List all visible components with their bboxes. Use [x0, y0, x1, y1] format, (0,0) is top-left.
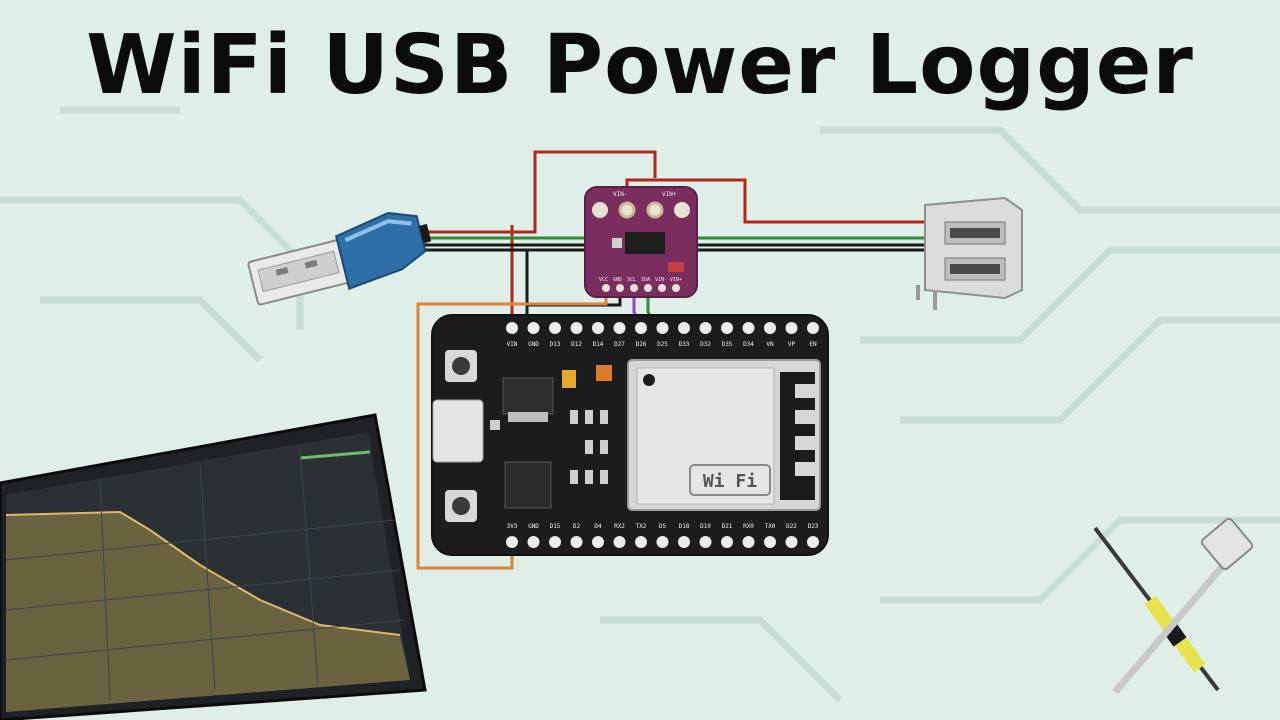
esp32-top-pin-label: GND — [528, 341, 539, 348]
esp32-bottom-pin-label: D23 — [808, 523, 819, 530]
esp32-top-pin-label: D32 — [700, 341, 711, 348]
sensor-pin-label: SDA — [641, 277, 650, 283]
esp32-top-pin — [592, 322, 604, 334]
esp32-bottom-pin — [699, 536, 712, 548]
esp32-top-pin-label: D33 — [679, 341, 690, 348]
esp32-bottom-pin — [656, 536, 669, 548]
sensor-pin-label: VCC — [599, 277, 608, 283]
esp32-top-pin — [506, 322, 518, 334]
sensor-pin-label: VIN- — [655, 277, 667, 283]
esp32-bottom-pin-label: RX0 — [743, 523, 754, 530]
usb-plug-icon — [247, 211, 432, 306]
esp32-top-pin — [549, 322, 561, 334]
esp32-bottom-pin — [807, 536, 819, 548]
esp32-bottom-pin-label: D19 — [700, 523, 711, 530]
wire-red-vin — [420, 150, 657, 234]
esp32-top-pin-label: VIN — [507, 341, 518, 348]
esp32-top-pin — [635, 322, 647, 334]
usb-socket-icon — [916, 196, 1023, 310]
esp32-top-pin — [527, 322, 540, 334]
esp32-bottom-pin — [592, 536, 604, 548]
esp32-top-pin — [678, 322, 690, 334]
esp32-top-pin-label: VN — [766, 341, 774, 348]
esp32-bottom-pin-label: RX2 — [614, 523, 625, 530]
esp32-top-pin — [613, 322, 626, 334]
esp32-bottom-pin-label: D2 — [573, 523, 581, 530]
soldering-iron-icon — [1093, 526, 1220, 692]
esp32-top-pin — [785, 322, 798, 334]
esp32-bottom-pin — [527, 536, 540, 548]
page-title: WiFi USB Power Logger — [86, 18, 1194, 113]
esp32-bottom-pin — [742, 536, 755, 548]
sensor-pin-label: VIN+ — [670, 277, 682, 283]
esp32-bottom-pin-label: D15 — [550, 523, 561, 530]
esp32-top-pin-label: D12 — [571, 341, 582, 348]
esp32-top-pin — [656, 322, 669, 334]
network-cable-icon — [1112, 517, 1254, 695]
wifi-module-logo: Wi Fi — [703, 471, 757, 492]
sensor-label-vin-minus: VIN- — [613, 191, 627, 198]
esp32-top-pins: VIN GND D13 D12 D14 D27 D26 D25 D33 D32 D35 D34 VN VP… — [506, 322, 819, 348]
esp32-bottom-pin-label: D22 — [786, 523, 797, 530]
esp32-top-pin — [721, 322, 733, 334]
wire-orange-3v3 — [416, 292, 608, 570]
sensor-pin-label: GND — [613, 277, 622, 283]
esp32-top-pin-label: D13 — [550, 341, 561, 348]
esp32-bottom-pin — [764, 536, 776, 548]
esp32-bottom-pin-label: TX0 — [765, 523, 776, 530]
sensor-label-vin-plus: VIN+ — [662, 191, 677, 198]
esp32-top-pin — [807, 322, 819, 334]
esp32-bottom-pin — [721, 536, 733, 548]
esp32-bottom-pin-label: D4 — [594, 523, 602, 530]
esp32-bottom-pins: 3V3 GND D15 D2 D4 RX2 TX2 D5 D18 D19 D21 RX0 TX0 D22 D… — [506, 523, 819, 548]
current-sensor-board: VIN- VIN+ VCC GND SCL SDA VIN- VIN+ — [584, 186, 698, 298]
esp32-bottom-pin — [570, 536, 583, 548]
power-graph-thumbnail — [0, 413, 427, 720]
esp32-bottom-pin — [549, 536, 561, 548]
esp32-top-pin-label: VP — [788, 341, 796, 348]
esp32-top-pin — [570, 322, 583, 334]
esp32-top-pin — [699, 322, 712, 334]
esp32-top-pin-label: D35 — [722, 341, 733, 348]
esp32-bottom-pin — [785, 536, 798, 548]
esp32-top-pin — [764, 322, 776, 334]
esp32-top-pin-label: D27 — [614, 341, 625, 348]
esp32-top-pin-label: D25 — [657, 341, 668, 348]
esp32-top-pin-label: D14 — [593, 341, 604, 348]
esp32-bottom-pin-label: GND — [528, 523, 539, 530]
sensor-bottom-pins — [602, 284, 680, 292]
esp32-bottom-pin-label: D18 — [679, 523, 690, 530]
esp32-bottom-pin — [678, 536, 690, 548]
esp32-top-pin-label: D26 — [636, 341, 647, 348]
esp32-bottom-pin-label: D21 — [722, 523, 733, 530]
esp32-bottom-pin — [613, 536, 626, 548]
esp32-bottom-pin — [635, 536, 647, 548]
esp32-bottom-pin-label: 3V3 — [507, 523, 518, 530]
esp32-bottom-pin-label: TX2 — [636, 523, 647, 530]
sensor-pin-label: SCL — [627, 277, 636, 283]
esp32-top-pin-label: EN — [809, 341, 817, 348]
esp32-bottom-pin — [506, 536, 518, 548]
esp32-board: VIN GND D13 D12 D14 D27 D26 D25 D33 D32 D35 D34 VN VP… — [431, 314, 829, 556]
esp32-bottom-pin-label: D5 — [659, 523, 667, 530]
esp32-top-pin-label: D34 — [743, 341, 754, 348]
background-traces — [0, 106, 1280, 703]
esp32-top-pin — [742, 322, 755, 334]
